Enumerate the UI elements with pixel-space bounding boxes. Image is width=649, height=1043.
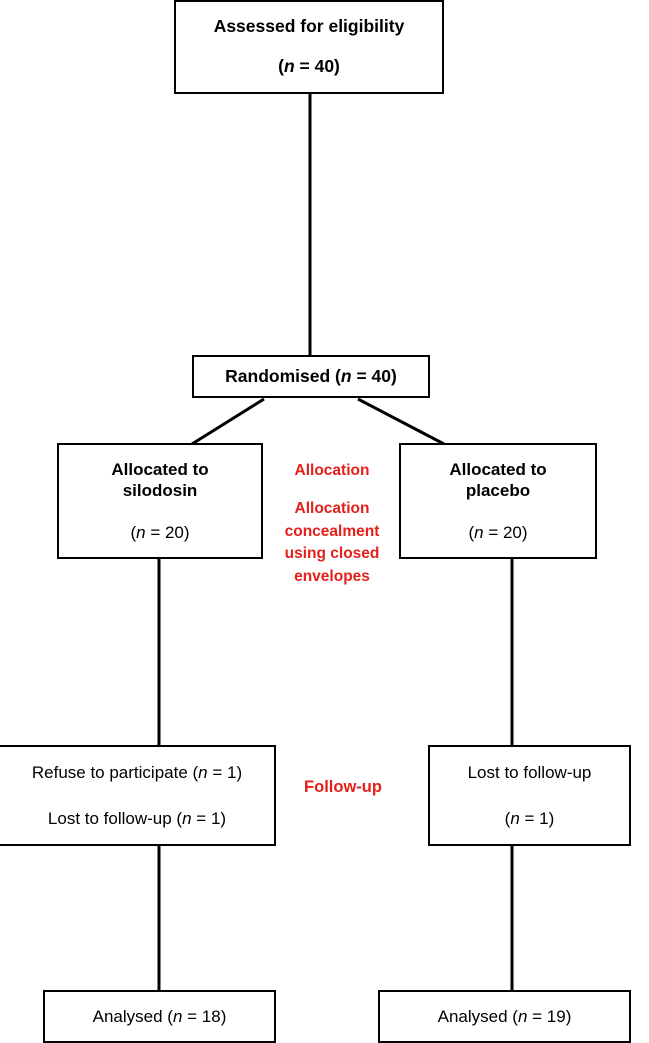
count-value: = 20) (145, 522, 190, 542)
annotation-followup-heading: Follow-up (304, 778, 382, 796)
connector-randomised-to-silodosin (191, 397, 265, 446)
allocated-placebo-count: (n = 20) (401, 522, 595, 543)
box-allocated-to-silodosin: Allocated to silodosin (n = 20) (57, 443, 263, 559)
box-allocated-to-placebo: Allocated to placebo (n = 20) (399, 443, 597, 559)
allocated-placebo-line2: placebo (465, 481, 531, 501)
analysed-text: Analysed ( (92, 1006, 173, 1026)
refused-text: Refuse to participate ( (31, 763, 199, 783)
annotation-allocation-detail-line2: concealment (284, 522, 380, 540)
analysed-right-label: Analysed (n = 19) (380, 1006, 629, 1027)
count-value: = 1) (191, 808, 227, 828)
paren-open: ( (130, 522, 137, 542)
count-value: = 20) (483, 522, 528, 542)
n-italic: n (517, 1006, 528, 1026)
annotation-followup: Follow-up (283, 776, 403, 800)
count-value: = 18) (182, 1006, 227, 1026)
followup-right-line1: Lost to follow-up (467, 763, 592, 783)
allocated-silodosin-count: (n = 20) (59, 522, 261, 543)
count-value: = 40) (351, 365, 397, 386)
n-italic: n (474, 522, 484, 542)
n-italic: n (340, 365, 352, 386)
box-analysed-placebo: Analysed (n = 19) (378, 990, 631, 1043)
annotation-allocation-detail-line4: envelopes (294, 567, 370, 585)
annotation-allocation-detail: Allocation concealment using closed enve… (276, 498, 388, 588)
lost-text: Lost to follow-up ( (47, 808, 183, 828)
n-italic: n (510, 808, 520, 828)
count-value: = 19) (527, 1006, 572, 1026)
allocated-placebo-line1: Allocated to (449, 460, 547, 480)
count-value: = 1) (519, 808, 555, 828)
randomised-label: Randomised (n = 40) (194, 366, 428, 388)
allocated-silodosin-line2: silodosin (122, 481, 198, 501)
annotation-allocation: Allocation Allocation concealment using … (276, 460, 388, 588)
analysed-text: Analysed ( (437, 1006, 518, 1026)
paren-open: ( (278, 56, 284, 76)
box-followup-silodosin: Refuse to participate (n = 1) Lost to fo… (0, 745, 276, 846)
followup-left-line2: Lost to follow-up (n = 1) (0, 808, 274, 829)
followup-right-count: (n = 1) (430, 808, 629, 829)
followup-left-line1: Refuse to participate (n = 1) (0, 762, 274, 783)
randomised-text: Randomised ( (225, 365, 341, 386)
annotation-allocation-heading: Allocation (294, 462, 370, 479)
connector-randomised-to-placebo (357, 397, 445, 446)
annotation-allocation-detail-line3: using closed (284, 545, 380, 563)
box-analysed-silodosin: Analysed (n = 18) (43, 990, 276, 1043)
count-value: = 40) (294, 56, 340, 76)
annotation-allocation-detail-line1: Allocation (294, 500, 370, 518)
paren-open: ( (468, 522, 475, 542)
assessed-for-eligibility-count: (n = 40) (176, 56, 442, 78)
count-value: = 1) (207, 763, 243, 783)
n-italic: n (198, 763, 208, 783)
n-italic: n (172, 1006, 183, 1026)
box-followup-placebo: Lost to follow-up (n = 1) (428, 745, 631, 846)
analysed-left-label: Analysed (n = 18) (45, 1006, 274, 1027)
n-italic: n (182, 808, 192, 828)
box-assessed-for-eligibility: Assessed for eligibility (n = 40) (174, 0, 444, 94)
paren-open: ( (504, 808, 511, 828)
allocated-silodosin-line1: Allocated to (111, 460, 209, 480)
n-italic: n (136, 522, 146, 542)
box-randomised: Randomised (n = 40) (192, 355, 430, 398)
assessed-for-eligibility-label: Assessed for eligibility (213, 16, 405, 37)
n-italic: n (283, 56, 295, 76)
